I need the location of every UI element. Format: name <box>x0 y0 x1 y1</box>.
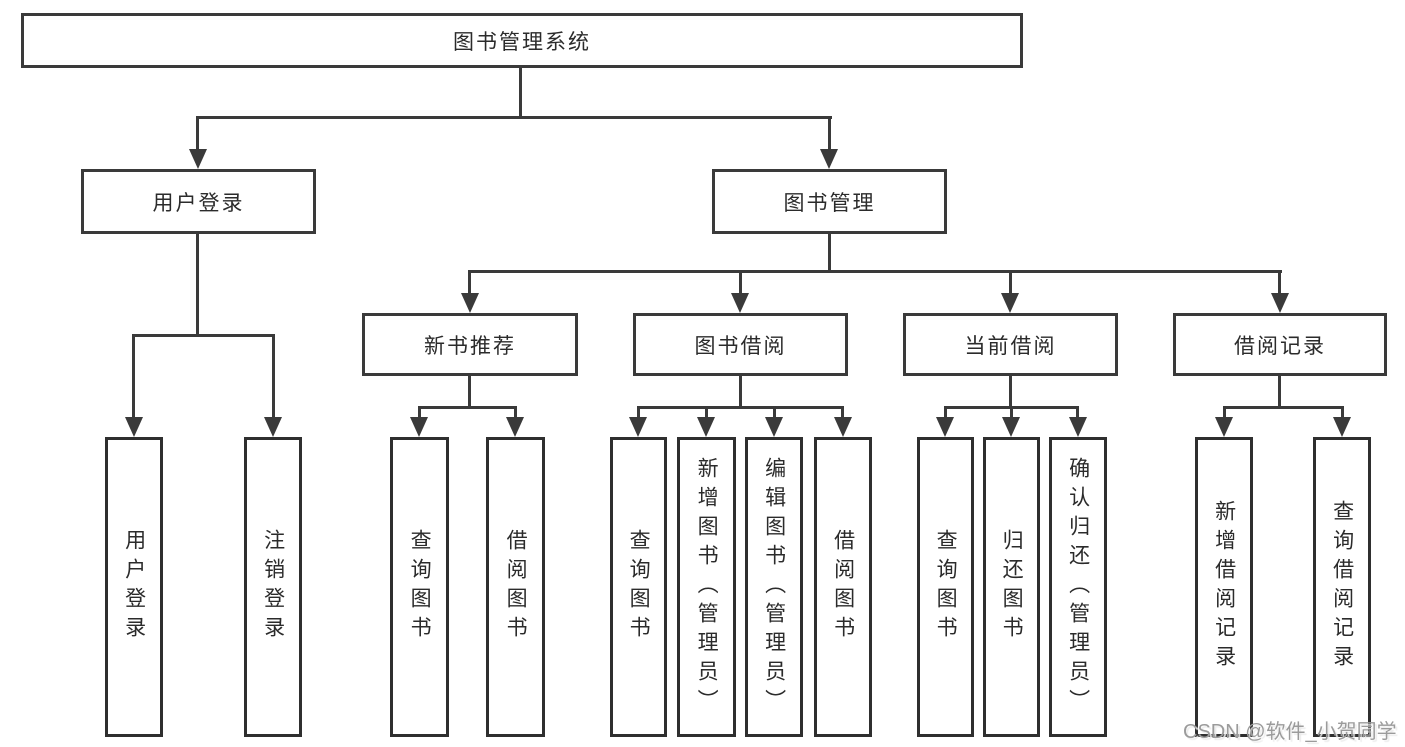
connector-recommend-rail <box>418 406 517 409</box>
leaf-records-query-record: 查询借阅记录 <box>1313 437 1371 737</box>
leaf-current-query-books-label: 查询图书 <box>934 529 958 645</box>
node-borrowing-records: 借阅记录 <box>1173 313 1387 376</box>
connector-records-rail <box>1223 406 1344 409</box>
arrow-to-rec-borrow <box>506 417 524 437</box>
node-borrowing-records-label: 借阅记录 <box>1234 334 1326 358</box>
connector-drop-bor-query <box>637 406 640 419</box>
connector-mgmt-stem <box>828 234 831 273</box>
connector-drop-current <box>1009 270 1012 295</box>
node-book-borrowing: 图书借阅 <box>633 313 848 376</box>
connector-recommend-stem <box>468 376 471 408</box>
arrow-to-bor-borrow <box>834 417 852 437</box>
connector-current-stem <box>1009 376 1012 408</box>
node-book-borrowing-label: 图书借阅 <box>694 334 787 358</box>
connector-drop-recommend <box>468 270 471 295</box>
connector-root-rail <box>197 116 832 119</box>
connector-drop-book-management <box>828 116 831 151</box>
connector-drop-rec-borrow <box>514 406 517 419</box>
arrow-to-recommend <box>461 293 479 313</box>
leaf-current-return-books: 归还图书 <box>983 437 1040 737</box>
leaf-borrowing-borrow-books-label: 借阅图书 <box>831 529 855 645</box>
connector-login-rail <box>132 334 275 337</box>
arrow-to-borrowing <box>731 293 749 313</box>
connector-drop-cur-return <box>1010 406 1013 419</box>
arrow-to-bor-add <box>697 417 715 437</box>
arrow-to-user-login <box>189 149 207 169</box>
connector-drop-records <box>1278 270 1281 295</box>
connector-login-stem <box>196 234 199 337</box>
leaf-borrowing-borrow-books: 借阅图书 <box>814 437 872 737</box>
connector-drop-bor-edit <box>773 406 776 419</box>
node-root: 图书管理系统 <box>21 13 1023 68</box>
leaf-borrowing-query-books-label: 查询图书 <box>627 529 651 645</box>
connector-drop-bor-add <box>705 406 708 419</box>
connector-drop-rec-query <box>418 406 421 419</box>
node-root-label: 图书管理系统 <box>453 30 591 54</box>
node-new-book-recommend-label: 新书推荐 <box>424 334 516 358</box>
leaf-recommend-query-books: 查询图书 <box>390 437 449 737</box>
leaf-recommend-borrow-books: 借阅图书 <box>486 437 545 737</box>
arrow-to-current <box>1001 293 1019 313</box>
leaf-user-login-label: 用户登录 <box>122 529 146 645</box>
connector-root-stem <box>519 68 522 118</box>
node-book-management: 图书管理 <box>712 169 947 234</box>
leaf-logout-label: 注销登录 <box>261 529 285 645</box>
arrow-to-recd-query <box>1333 417 1351 437</box>
leaf-records-query-record-label: 查询借阅记录 <box>1330 500 1354 674</box>
node-user-login-label: 用户登录 <box>152 191 245 215</box>
leaf-recommend-borrow-books-label: 借阅图书 <box>504 529 528 645</box>
node-current-borrowing: 当前借阅 <box>903 313 1118 376</box>
leaf-current-confirm-return-admin-label: 确认归还（管理员） <box>1066 456 1090 718</box>
leaf-recommend-query-books-label: 查询图书 <box>408 529 432 645</box>
connector-mgmt-rail <box>468 270 1282 273</box>
node-new-book-recommend: 新书推荐 <box>362 313 578 376</box>
arrow-to-bor-query <box>629 417 647 437</box>
connector-drop-logout <box>272 334 275 419</box>
arrow-to-rec-query <box>410 417 428 437</box>
arrow-to-cur-return <box>1002 417 1020 437</box>
leaf-user-login: 用户登录 <box>105 437 163 737</box>
leaf-borrowing-add-books-admin-label: 新增图书（管理员） <box>695 456 719 718</box>
connector-drop-cur-query <box>944 406 947 419</box>
arrow-to-cur-query <box>936 417 954 437</box>
arrow-to-logout <box>264 417 282 437</box>
connector-drop-bor-borrow <box>841 406 844 419</box>
connector-borrowing-stem <box>739 376 742 408</box>
arrow-to-recd-add <box>1215 417 1233 437</box>
connector-records-stem <box>1278 376 1281 408</box>
arrow-to-bor-edit <box>765 417 783 437</box>
leaf-borrowing-edit-books-admin: 编辑图书（管理员） <box>745 437 803 737</box>
node-user-login: 用户登录 <box>81 169 316 234</box>
leaf-borrowing-edit-books-admin-label: 编辑图书（管理员） <box>762 456 786 718</box>
leaf-records-add-record: 新增借阅记录 <box>1195 437 1253 737</box>
leaf-borrowing-add-books-admin: 新增图书（管理员） <box>677 437 736 737</box>
leaf-records-add-record-label: 新增借阅记录 <box>1212 500 1236 674</box>
leaf-current-confirm-return-admin: 确认归还（管理员） <box>1049 437 1107 737</box>
connector-drop-borrowing <box>739 270 742 295</box>
leaf-current-return-books-label: 归还图书 <box>1000 529 1024 645</box>
leaf-borrowing-query-books: 查询图书 <box>610 437 667 737</box>
arrow-to-records <box>1271 293 1289 313</box>
connector-drop-cur-confirm <box>1076 406 1079 419</box>
csdn-watermark: CSDN @软件_小贺同学 <box>1183 721 1397 743</box>
arrow-to-login <box>125 417 143 437</box>
connector-drop-recd-query <box>1341 406 1344 419</box>
connector-drop-recd-add <box>1223 406 1226 419</box>
node-book-management-label: 图书管理 <box>783 191 876 215</box>
node-current-borrowing-label: 当前借阅 <box>964 334 1057 358</box>
leaf-logout: 注销登录 <box>244 437 302 737</box>
leaf-current-query-books: 查询图书 <box>917 437 974 737</box>
connector-drop-login <box>132 334 135 419</box>
connector-drop-user-login <box>196 116 199 151</box>
arrow-to-cur-confirm <box>1069 417 1087 437</box>
arrow-to-book-management <box>820 149 838 169</box>
connector-borrowing-rail <box>637 406 844 409</box>
